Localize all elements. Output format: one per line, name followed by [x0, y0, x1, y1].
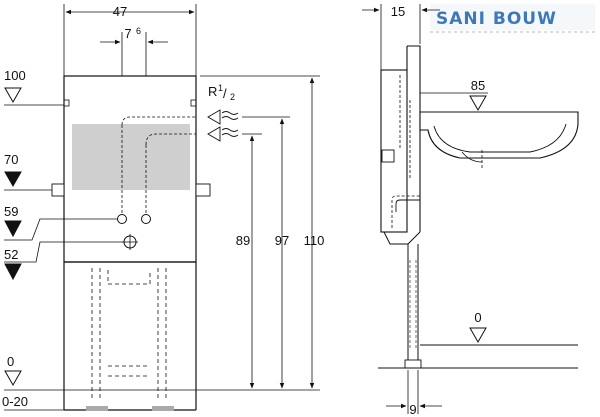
thread-slash: / [223, 86, 227, 101]
level-0-20-label: 0-20 [2, 394, 28, 409]
height-110-label: 110 [304, 233, 325, 248]
level-markers [4, 87, 22, 387]
depth-top-label: 15 [391, 4, 405, 19]
depth-bottom-label: 9 [409, 402, 416, 417]
level-59-triangle [4, 220, 22, 238]
thread-den: 2 [230, 92, 235, 102]
mounting-panel [72, 124, 190, 190]
width-label: 47 [113, 4, 127, 19]
level-0-label: 0 [7, 354, 14, 369]
level-70-label: 70 [4, 152, 18, 167]
thread-num: 1 [218, 83, 223, 93]
floor-level-label: 0 [474, 310, 481, 325]
floor-level-triangle [469, 327, 487, 344]
thread-label: R [208, 84, 217, 99]
side-view [362, 4, 579, 414]
level-100-triangle [4, 87, 22, 104]
basin-height-label: 85 [471, 78, 485, 93]
level-70-triangle [4, 171, 22, 188]
spacing-label-b: 6 [136, 26, 141, 36]
level-100-label: 100 [4, 68, 26, 83]
level-52-triangle [4, 263, 22, 281]
spacing-label-a: 7 [124, 26, 131, 41]
height-97-label: 97 [275, 233, 289, 248]
level-52-label: 52 [4, 247, 18, 262]
logo-text: SANI BOUW [436, 9, 557, 29]
logo: SANI BOUW [430, 4, 595, 33]
front-view [4, 4, 320, 411]
height-89-label: 89 [236, 233, 250, 248]
level-59-label: 59 [4, 204, 18, 219]
level-0-triangle [4, 370, 22, 387]
basin-level-triangle [469, 95, 487, 112]
